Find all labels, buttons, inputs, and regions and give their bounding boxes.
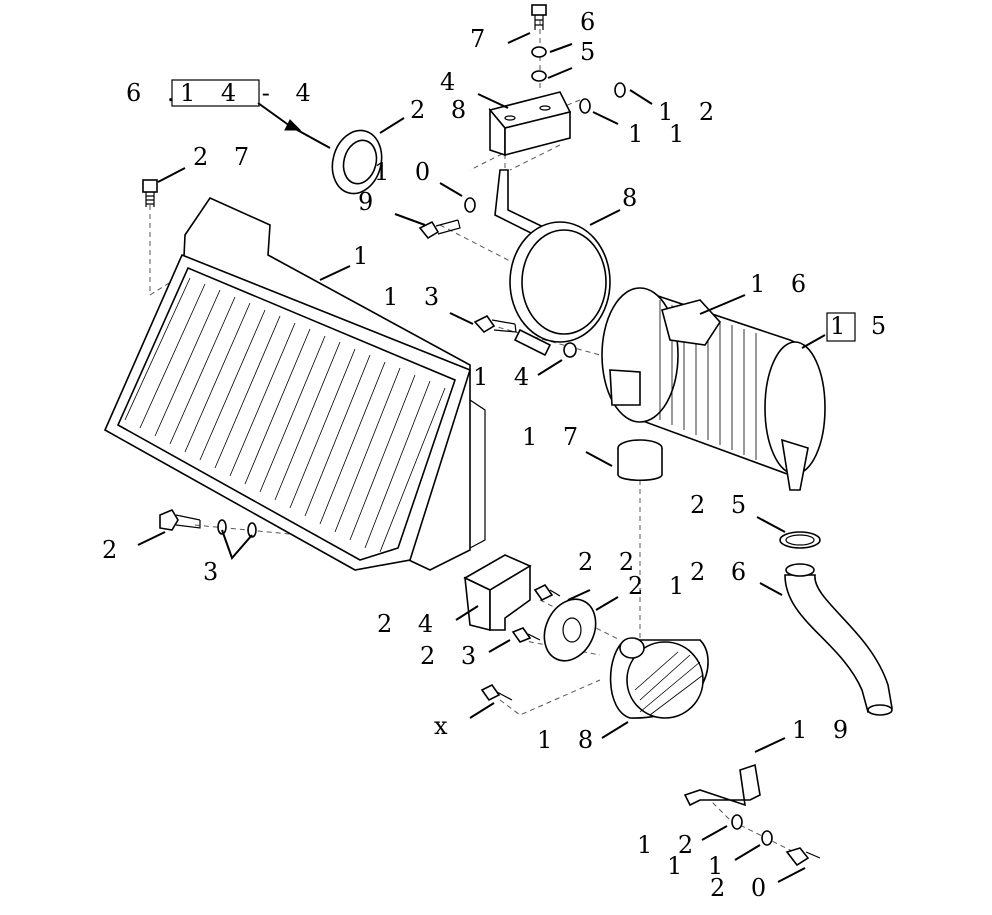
hose-clamp-25-icon bbox=[779, 531, 821, 549]
label-19: 1 9 bbox=[792, 716, 857, 744]
label-13: 1 3 bbox=[383, 283, 448, 311]
bolt-9-washer-10-icon bbox=[418, 197, 476, 240]
sleeve-17-icon bbox=[617, 439, 663, 482]
bottom-hardware-11-12-20-icon bbox=[731, 814, 821, 867]
label-3: 3 bbox=[203, 558, 227, 586]
leader-lines bbox=[137, 32, 826, 883]
bolt-27-icon bbox=[142, 179, 158, 207]
label-11-top: 1 1 bbox=[628, 120, 693, 148]
radiator-screen-fins bbox=[124, 277, 446, 553]
strap-19-icon bbox=[683, 763, 761, 807]
label-23: 2 3 bbox=[420, 642, 485, 670]
label-1: 1 bbox=[353, 242, 377, 270]
label-16: 1 6 bbox=[750, 270, 815, 298]
label-10: 1 0 bbox=[374, 158, 439, 186]
inlet-housing-18-icon bbox=[609, 637, 709, 719]
label-12-bottom: 1 2 bbox=[637, 831, 702, 859]
label-27: 2 7 bbox=[193, 143, 258, 171]
radiator-screen-housing bbox=[103, 196, 486, 571]
bracket-24-icon bbox=[463, 554, 532, 632]
mounting-bracket-4-icon bbox=[488, 91, 572, 157]
reference-prefix: 6 . bbox=[126, 79, 184, 107]
flange-21-icon bbox=[543, 598, 597, 662]
label-x: x bbox=[434, 712, 457, 740]
label-15: 1 5 bbox=[830, 312, 895, 340]
label-7: 7 bbox=[470, 25, 494, 53]
label-2: 2 bbox=[102, 536, 126, 564]
label-28: 2 8 bbox=[410, 96, 475, 124]
air-cleaner-assembly-15-icon bbox=[601, 287, 826, 491]
bolt-x-icon bbox=[480, 683, 513, 702]
label-5: 5 bbox=[580, 38, 604, 66]
label-17: 1 7 bbox=[522, 423, 587, 451]
bolt-7-washers-5-6-icon bbox=[531, 4, 547, 82]
label-20: 2 0 bbox=[710, 874, 775, 902]
cross-reference: 6 . 1 4 - 4 bbox=[126, 79, 320, 107]
label-22: 2 2 bbox=[578, 548, 643, 576]
part-labels: 7 6 5 4 2 8 1 2 1 1 2 7 1 0 9 8 1 1 6 1 … bbox=[102, 8, 895, 902]
label-15-box bbox=[826, 312, 856, 342]
label-21: 2 1 bbox=[628, 572, 693, 600]
label-11-bottom: 1 1 bbox=[667, 852, 732, 880]
nut-14-icon bbox=[563, 342, 577, 358]
label-18: 1 8 bbox=[537, 726, 602, 754]
bolt-2-and-washers-3-icon bbox=[159, 508, 257, 538]
label-26: 2 6 bbox=[690, 558, 755, 586]
mounting-band-8-icon bbox=[494, 169, 611, 357]
label-9: 9 bbox=[358, 188, 382, 216]
label-8: 8 bbox=[622, 184, 646, 212]
label-14: 1 4 bbox=[473, 363, 538, 391]
bolt-13-icon bbox=[473, 314, 517, 334]
seal-ring-28-icon bbox=[331, 129, 383, 195]
label-12-top: 1 2 bbox=[658, 98, 723, 126]
hose-26-icon bbox=[784, 563, 893, 716]
label-4: 4 bbox=[440, 68, 464, 96]
bolts-22-23-icon bbox=[511, 583, 561, 643]
label-24: 2 4 bbox=[377, 610, 442, 638]
label-25: 2 5 bbox=[690, 491, 755, 519]
reference-boxed: 1 4 - 4 bbox=[180, 79, 320, 107]
label-6: 6 bbox=[580, 8, 604, 36]
washers-11-12-icon bbox=[579, 82, 626, 114]
